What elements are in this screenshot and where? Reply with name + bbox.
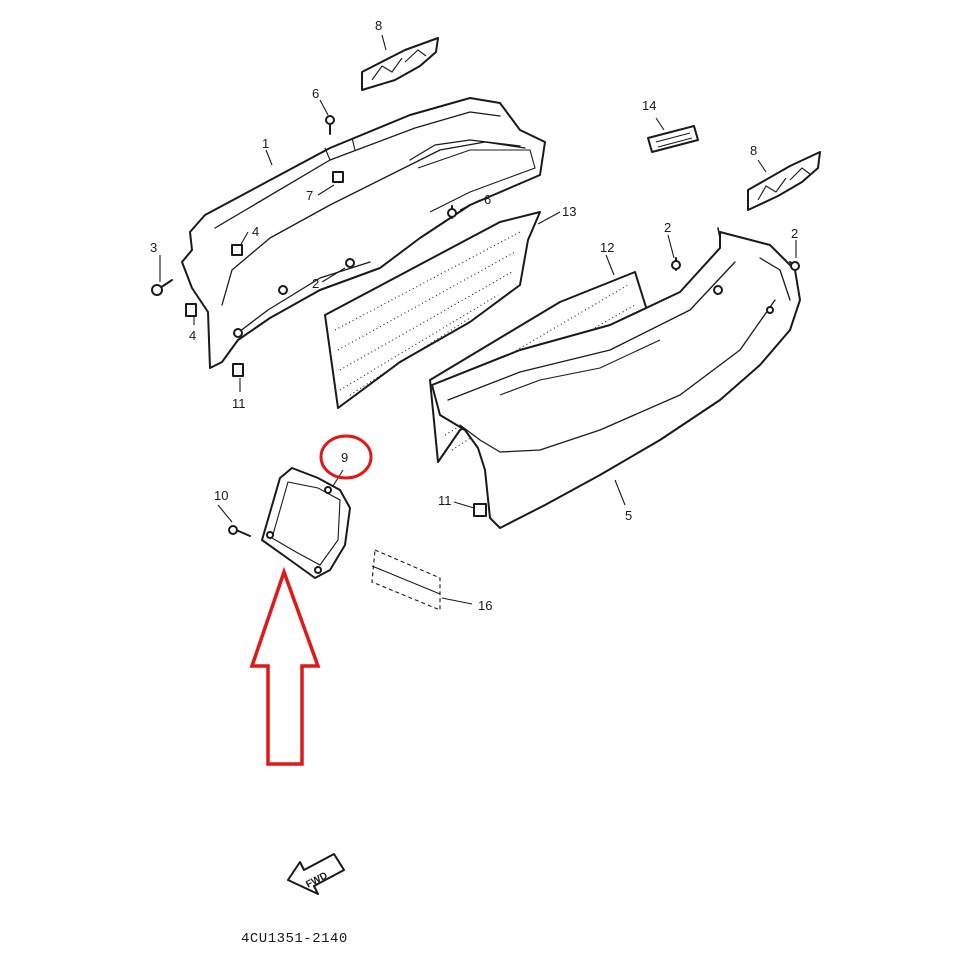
- label-1: 1: [262, 136, 269, 151]
- part-labels: 8 6 1 7 6 13 4 3 4 11 2 12 14 8 2 2 10 1…: [150, 18, 798, 613]
- label-6-upper: 6: [312, 86, 319, 101]
- label-5: 5: [625, 508, 632, 523]
- part-10-screw: [228, 525, 251, 537]
- label-9: 9: [341, 450, 348, 465]
- label-13: 13: [562, 204, 576, 219]
- label-4-lower: 4: [189, 328, 196, 343]
- part-16-label: [371, 549, 441, 611]
- drawing-code: 4CU1351-2140: [241, 931, 348, 947]
- label-12: 12: [600, 240, 614, 255]
- label-8-right: 8: [750, 143, 757, 158]
- leader-lines: [159, 34, 797, 605]
- part-5-right-side-cover: [431, 227, 801, 529]
- label-16: 16: [478, 598, 492, 613]
- fasteners-right: [473, 257, 800, 517]
- label-11-right: 11: [438, 493, 452, 508]
- label-7: 7: [306, 188, 313, 203]
- label-2-left: 2: [312, 276, 319, 291]
- highlight-arrow: [249, 566, 321, 766]
- label-6-lower: 6: [484, 192, 491, 207]
- label-3: 3: [150, 240, 157, 255]
- part-14-emblem: [647, 125, 699, 153]
- part-8-decal-right: [747, 151, 821, 211]
- label-8-upper: 8: [375, 18, 382, 33]
- label-14: 14: [642, 98, 656, 113]
- label-10: 10: [214, 488, 228, 503]
- fasteners-left: [151, 115, 457, 377]
- part-9-cover-plate: [261, 467, 351, 579]
- highlight-circle: [319, 434, 373, 480]
- part-13-foam-pad: [324, 211, 541, 409]
- label-2-right: 2: [791, 226, 798, 241]
- label-2-mid: 2: [664, 220, 671, 235]
- part-1-left-side-cover: [181, 97, 546, 369]
- label-11-left: 11: [232, 396, 246, 411]
- fwd-arrow-icon: FWD: [287, 853, 345, 895]
- label-4-upper: 4: [252, 224, 259, 239]
- part-8-decal-upper: [361, 37, 439, 91]
